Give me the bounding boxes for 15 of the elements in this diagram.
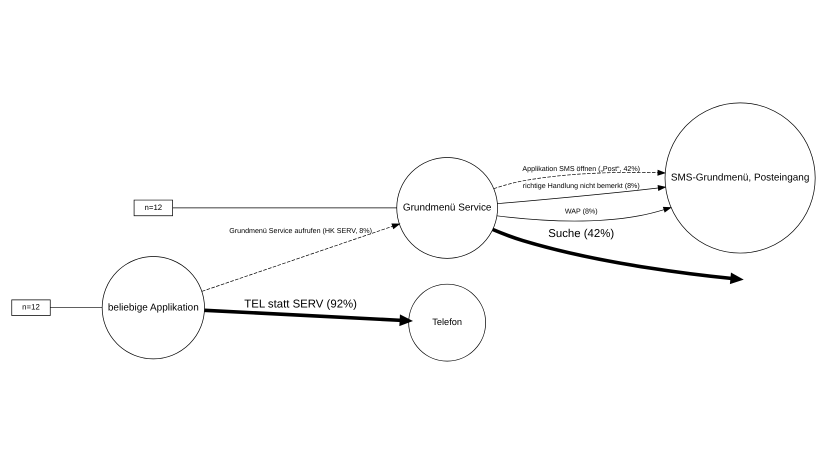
arrow: [496, 206, 672, 222]
node-circle: SMS-Grundmenü, Posteingang: [664, 102, 816, 254]
node-box: n=12: [11, 300, 51, 316]
arrow: [492, 228, 744, 284]
node-circle: beliebige Applikation: [102, 256, 205, 360]
node-box: n=12: [134, 200, 173, 216]
connector: [50, 307, 102, 308]
arrow: [493, 170, 666, 190]
arrow: [202, 224, 400, 292]
arrow: [497, 185, 666, 204]
edge-label: TEL statt SERV (92%): [244, 298, 357, 311]
arrow: [204, 308, 413, 326]
node-circle: Telefon: [408, 284, 486, 362]
edge-label: Suche (42%): [548, 228, 614, 240]
node-circle: Grundmenü Service: [396, 157, 498, 259]
